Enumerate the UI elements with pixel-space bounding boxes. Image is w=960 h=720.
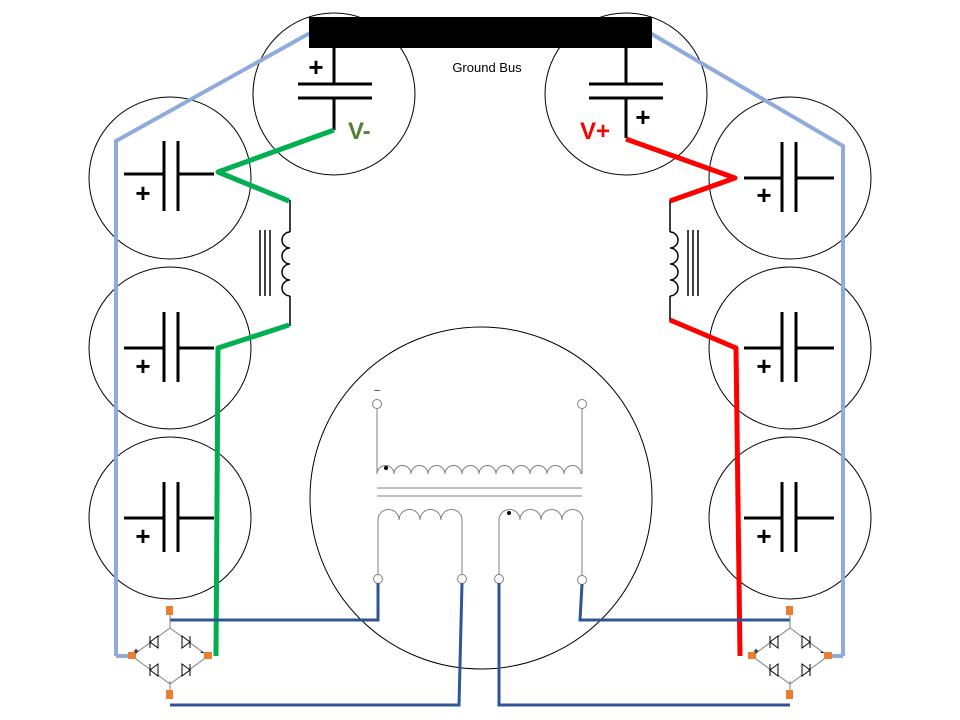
cap-left-3-plus: + [135,521,150,551]
bridge-left-plus: + [133,646,138,656]
ac-wires [170,582,790,707]
ac-wire-right-lower [497,583,790,707]
cap-circle-top-right [544,12,708,176]
ground-bus-label: Ground Bus [452,60,522,75]
capacitor-left-2 [124,312,214,382]
cap-circle-left-3 [88,436,252,600]
primary-terminal-left [372,399,382,409]
cap-right-2-plus: + [756,351,771,381]
negative-rail-top [215,127,335,204]
v-minus-label: V- [348,118,371,145]
positive-rail-top [625,136,738,204]
secondary-right-terminal-b [577,575,587,585]
positive-rail-bottom [669,317,743,657]
v-plus-label: V+ [580,118,610,145]
primary-minus-label: – [374,385,380,396]
bridge-rectifier-left: + - [128,606,212,699]
bridge-left-minus: - [200,647,203,658]
bridge-rectifier-right: + - [748,606,832,699]
ground-bus-bar [309,17,652,48]
primary-polarity-dot [384,466,388,470]
primary-terminal-right [577,399,587,409]
cap-circle-left-2 [88,266,252,430]
bridge-left-diodes [149,635,191,677]
negative-rail [213,127,335,657]
cap-circle-top-left [252,12,416,176]
secondary-polarity-dot [507,511,511,515]
bridge-right-plus: + [753,646,758,656]
ac-wire-left-lower [170,582,464,707]
capacitor-top-left [298,48,372,130]
ground-wire-right [648,31,845,656]
cap-right-1-plus: + [756,180,771,210]
capacitor-left-3 [124,482,214,552]
cap-circle-right-2 [708,266,872,430]
capacitor-left-1 [124,141,214,211]
cap-right-3-plus: + [756,521,771,551]
cap-top-right-plus: + [635,102,650,132]
cap-left-1-plus: + [135,178,150,208]
capacitor-circles [88,12,872,670]
ground-wire-left [114,31,311,656]
cap-left-2-plus: + [135,351,150,381]
secondary-right-terminal-a [494,574,504,584]
cap-circle-right-1 [708,96,872,260]
inductor-left [259,200,291,326]
bridge-right-minus: - [820,647,823,658]
capacitor-right-2 [744,312,834,382]
transformer-circle [309,326,653,670]
transformer [372,399,587,585]
bridge-left-terminals [128,606,212,699]
cap-circle-right-3 [708,436,872,600]
bridge-right-terminals [748,606,832,699]
secondary-winding-right [498,509,584,521]
cap-top-left-plus: + [308,52,323,82]
primary-winding [376,465,582,475]
secondary-left-terminal-b [457,574,467,584]
positive-rail [625,136,743,657]
bridge-right-diodes [769,635,811,677]
capacitor-right-3 [744,482,834,552]
ac-wire-right-upper [578,583,790,622]
negative-rail-bottom [213,322,290,657]
ac-wire-left-upper [170,583,380,622]
inductor-right [669,200,699,322]
cap-circle-left-1 [88,96,252,260]
capacitor-right-1 [744,142,834,212]
secondary-winding-left [377,509,463,521]
capacitor-top-right [589,48,663,138]
secondary-left-terminal-a [373,574,383,584]
